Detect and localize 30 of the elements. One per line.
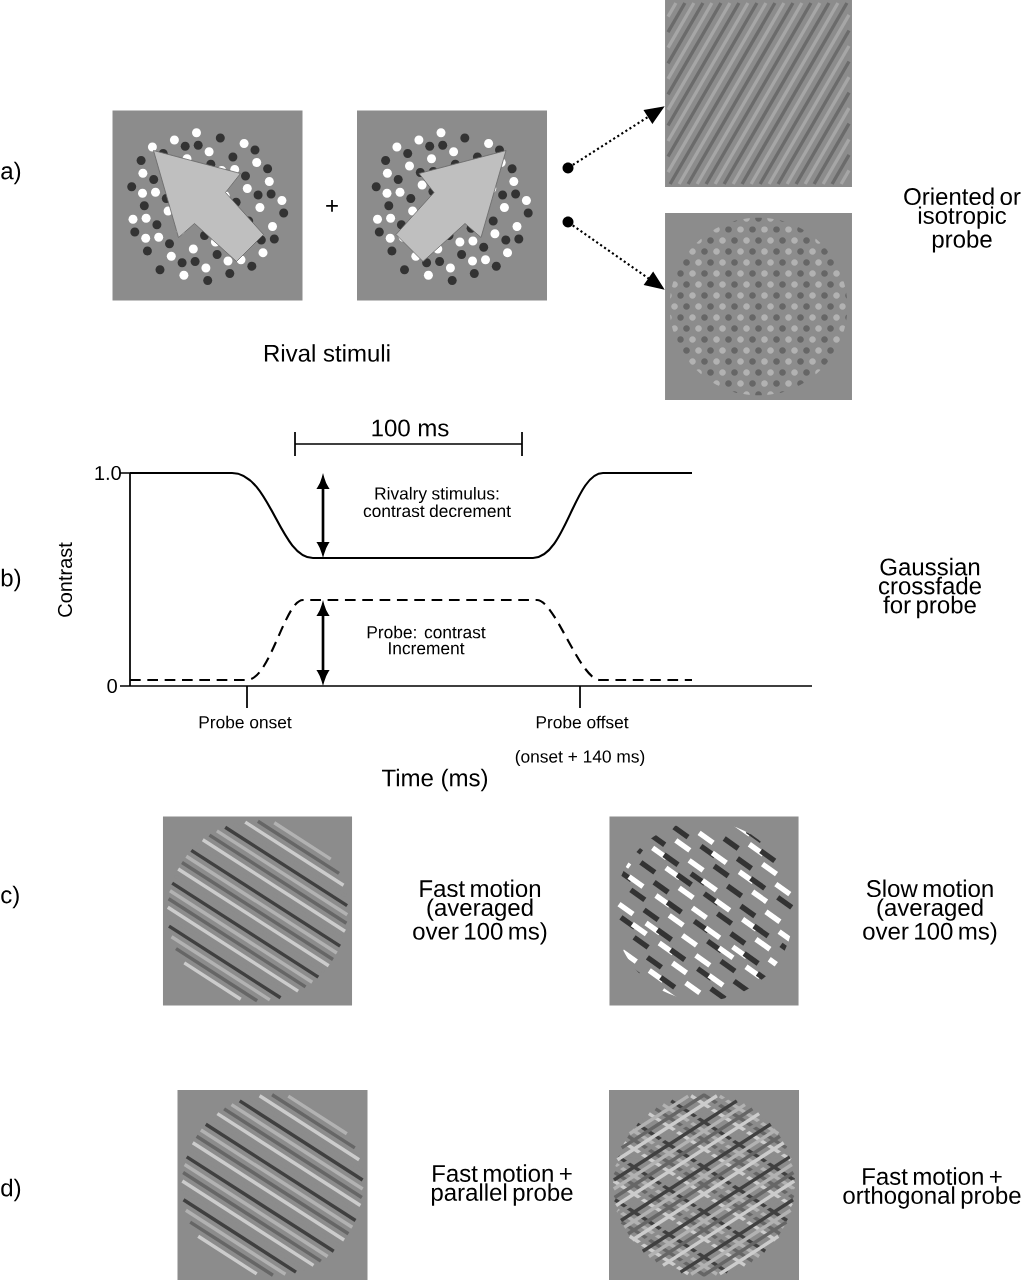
picture-caption: Fast motion + parallel probe xyxy=(431,1164,573,1206)
stimulus-picture xyxy=(609,816,799,1006)
axis-label: Contrast xyxy=(57,542,73,617)
tick-label: 0 xyxy=(107,678,117,694)
panel-label: b) xyxy=(1,568,21,592)
stimulus-picture xyxy=(609,1090,799,1280)
stimulus-picture xyxy=(162,816,353,1006)
axis-label: Time (ms) xyxy=(382,768,488,792)
stimulus-picture xyxy=(177,1090,368,1280)
stimulus-picture xyxy=(112,110,303,301)
curve-label: Rivalry stimulus: contrast decrement xyxy=(363,486,511,518)
scale-label: 100 ms xyxy=(372,419,449,437)
tick-label: (onset + 140 ms) xyxy=(515,749,645,767)
plus-sign: + xyxy=(326,200,338,212)
tick-label: Probe offset xyxy=(536,715,629,729)
stimuli-caption: Rival stimuli xyxy=(264,344,390,362)
stimulus-picture xyxy=(665,213,852,400)
probe-caption: Oriented or isotropic probe xyxy=(904,187,1021,253)
panel-label: a) xyxy=(1,161,21,185)
stimulus-picture xyxy=(665,0,852,187)
picture-caption: Fast motion (averaged over 100 ms) xyxy=(413,879,547,945)
tick-label: Probe onset xyxy=(199,715,292,729)
curve-label: Probe: contrast Increment xyxy=(367,625,486,655)
process-caption: Gaussian crossfade for probe xyxy=(879,557,981,619)
panel-label: c) xyxy=(1,885,19,909)
picture-caption: Fast motion + orthogonal probe xyxy=(843,1167,1021,1209)
panel-label: d) xyxy=(1,1178,21,1202)
stimulus-picture xyxy=(357,110,547,301)
tick-label: 1.0 xyxy=(95,465,121,481)
picture-caption: Slow motion (averaged over 100 ms) xyxy=(863,879,997,945)
